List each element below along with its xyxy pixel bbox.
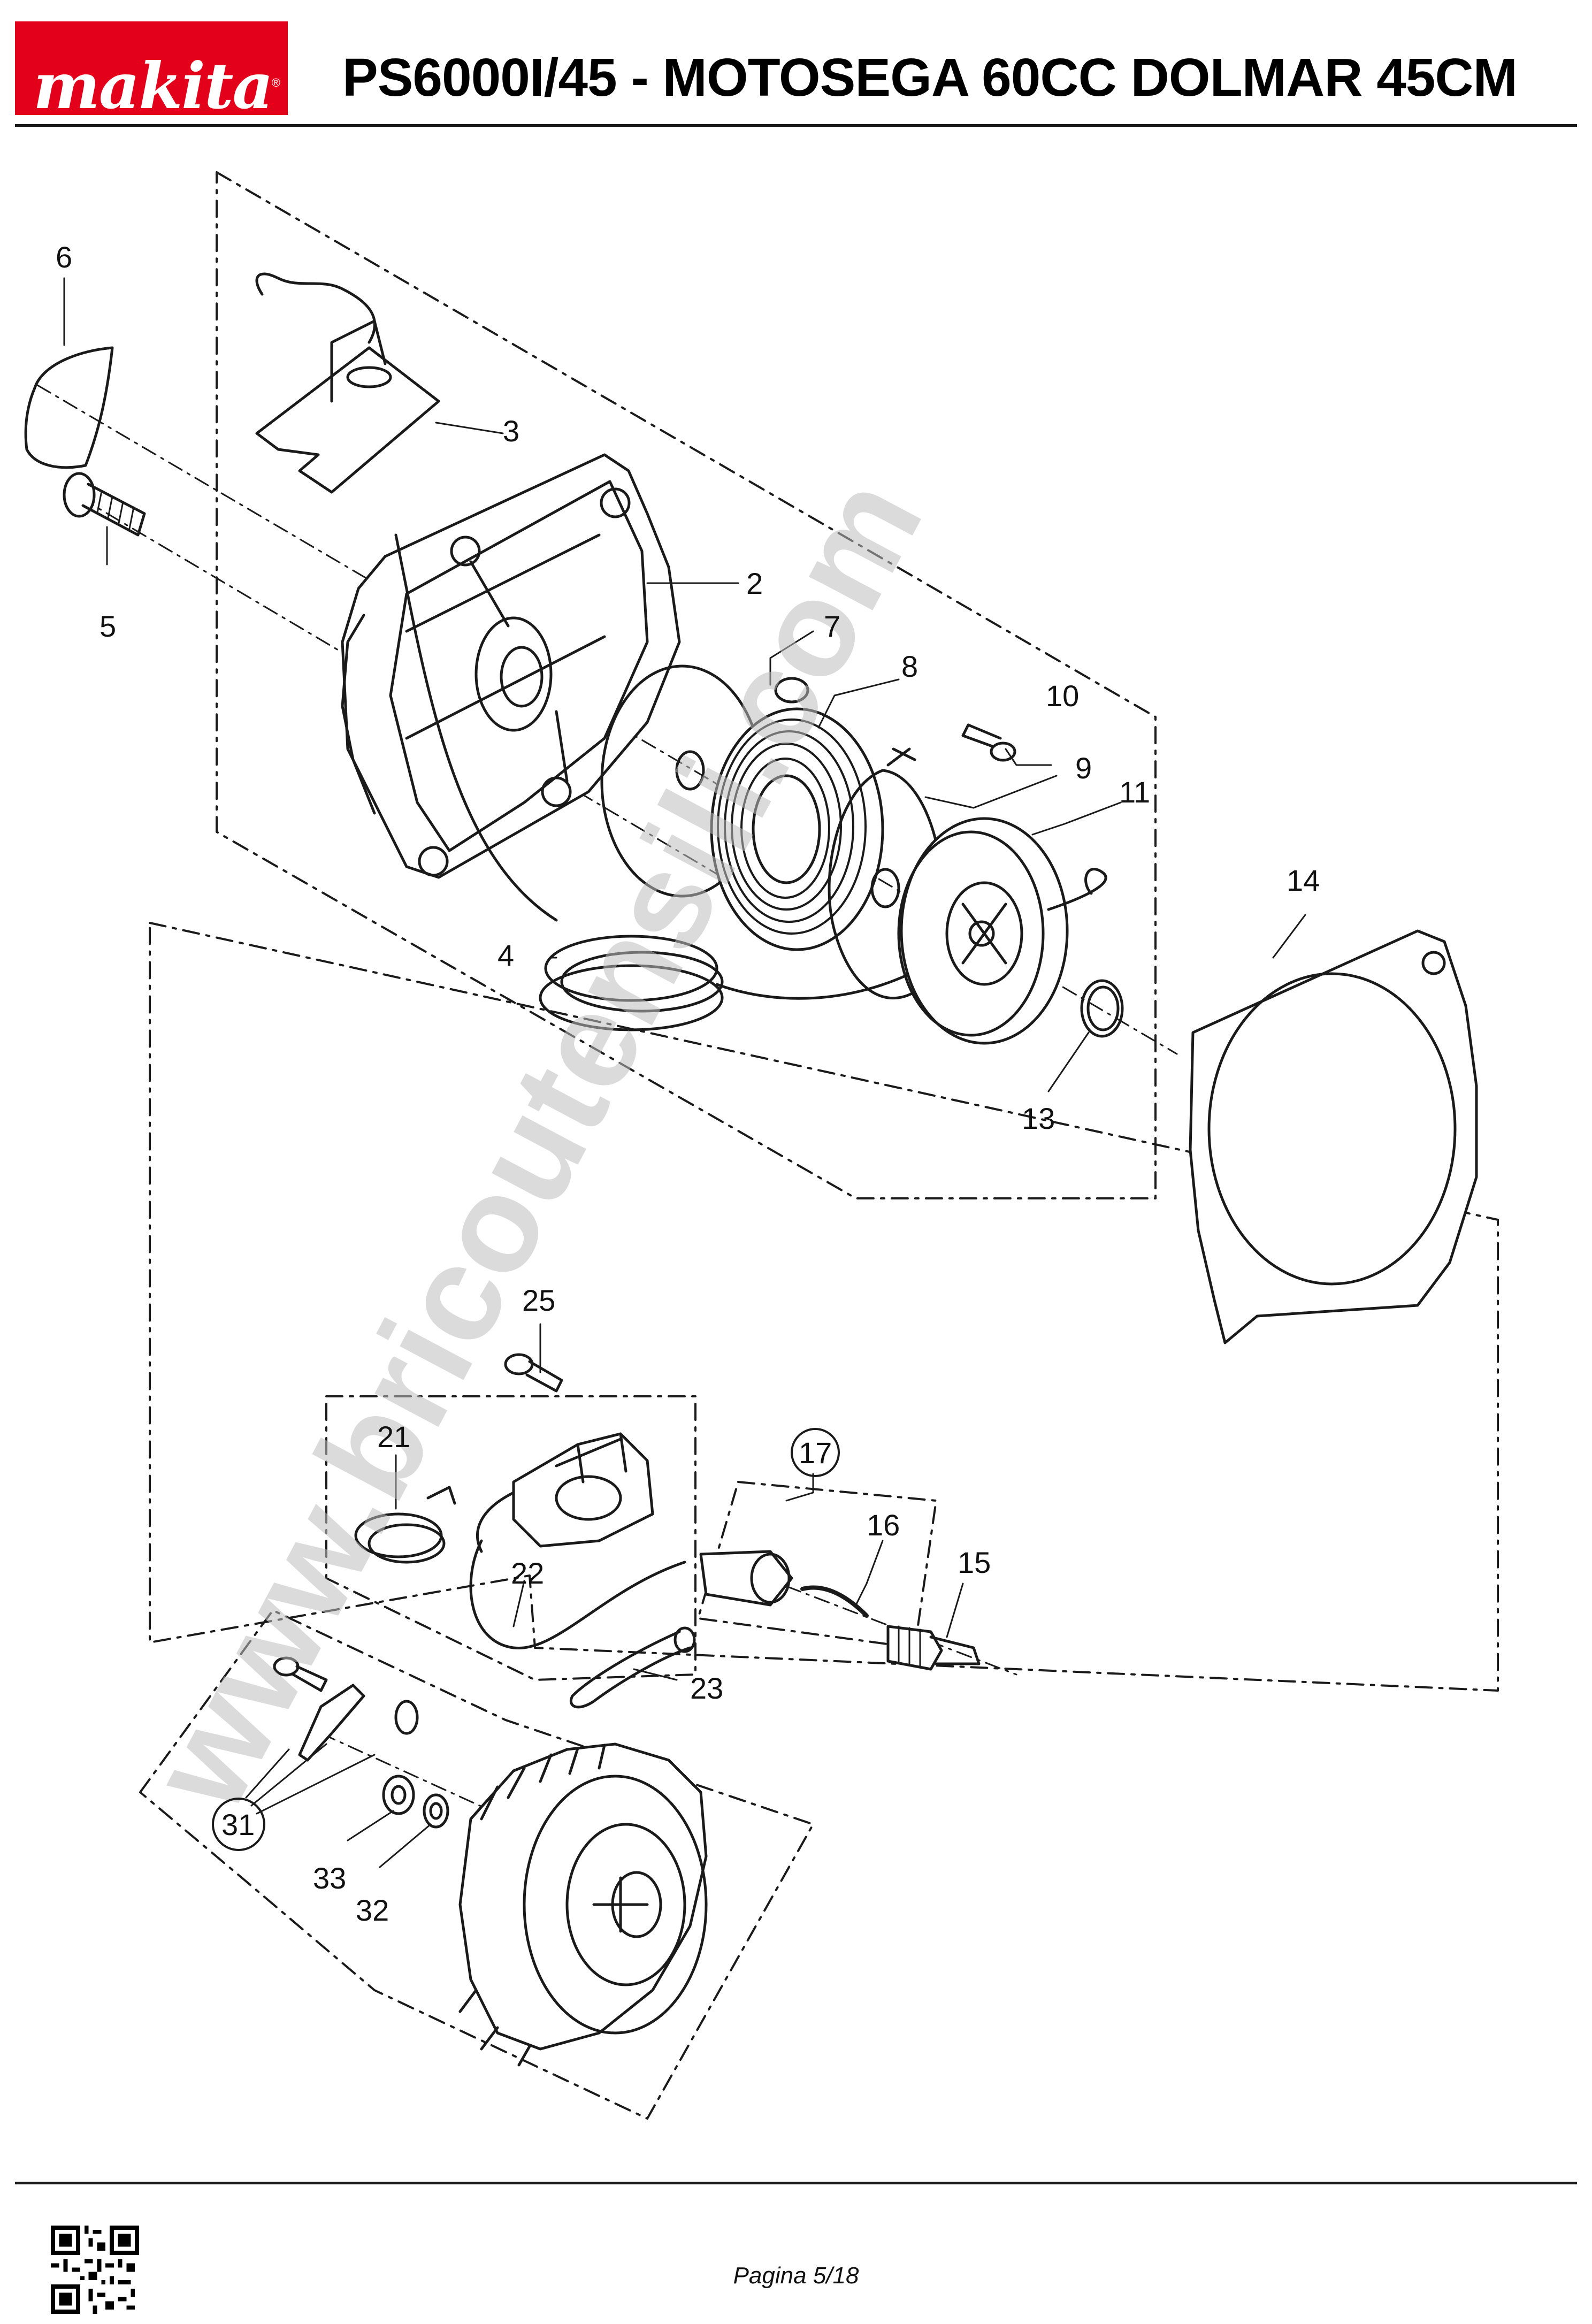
pulley-disc-part-9 [828,747,945,1000]
plate-part-6 [24,346,114,469]
callout-7: 7 [824,609,840,643]
callout-13: 13 [1022,1102,1055,1135]
bolt-axis-line [79,496,814,932]
recoil-spring-part-8 [710,677,884,951]
callout-5: 5 [100,609,116,643]
starter-handle-part-3 [255,272,440,494]
ignition-lead-part-22 [469,1539,686,1650]
starter-housing-part-2 [341,453,681,879]
header-rule [15,124,1577,127]
callout-31-ring [212,1798,265,1851]
callout-14: 14 [1287,863,1320,897]
page-title: PS6000I/45 - MOTOSEGA 60CC DOLMAR 45CM [342,48,1518,108]
callout-11: 11 [1119,775,1150,809]
ignition-group-border [149,922,1499,1692]
makita-logo: makita ® [15,21,288,123]
rope-pulley-part-11 [897,817,1107,1045]
callout-23: 23 [690,1671,723,1705]
flywheel-axis-line [320,1732,651,1884]
callout-32: 32 [356,1893,389,1927]
starter-group-border [216,171,1157,1199]
callout-17-ring [791,1428,840,1477]
callout-31: 31 [221,1808,255,1841]
registered-mark: ® [271,76,280,89]
pawl-assembly-part-31 [273,1656,419,1762]
spark-plug-part-15 [886,1625,981,1671]
callout-17: 17 [799,1436,832,1470]
callout-3: 3 [503,414,519,448]
callout-10: 10 [1046,679,1079,713]
callout-4: 4 [497,938,514,972]
hose-part-23 [570,1626,696,1709]
callout-25: 25 [522,1283,555,1317]
spring-clip-part-21 [354,1486,456,1564]
circlip-part-13 [1080,979,1124,1038]
page-number: Pagina 5/18 [733,2262,859,2289]
callout-9: 9 [1075,751,1092,785]
qr-code [51,2226,139,2314]
callout-22: 22 [511,1556,544,1590]
bolt-part-5 [63,472,146,537]
ignition-coil-module [476,1432,654,1553]
callout-8: 8 [901,649,918,683]
flywheel [458,1742,708,2067]
bolt-part-25 [504,1353,563,1393]
callout-33: 33 [313,1861,346,1895]
callout-15: 15 [958,1546,991,1579]
callout-6: 6 [56,240,72,274]
nut-part-33 [382,1775,415,1815]
starter-rope-part-4 [394,533,932,1031]
brand-wordmark: makita [33,49,273,123]
footer-rule [15,2182,1577,2184]
coil-group-border [325,1395,696,1681]
washer-part-32 [423,1793,449,1829]
gasket-plate-part-14 [1189,929,1478,1344]
flywheel-group-border [139,1609,814,2120]
callout-16: 16 [867,1508,900,1542]
plug-boot-part-16 [699,1550,869,1618]
callout-21: 21 [377,1420,410,1454]
screw-part-10 [961,723,1016,762]
callout-2: 2 [746,567,763,600]
